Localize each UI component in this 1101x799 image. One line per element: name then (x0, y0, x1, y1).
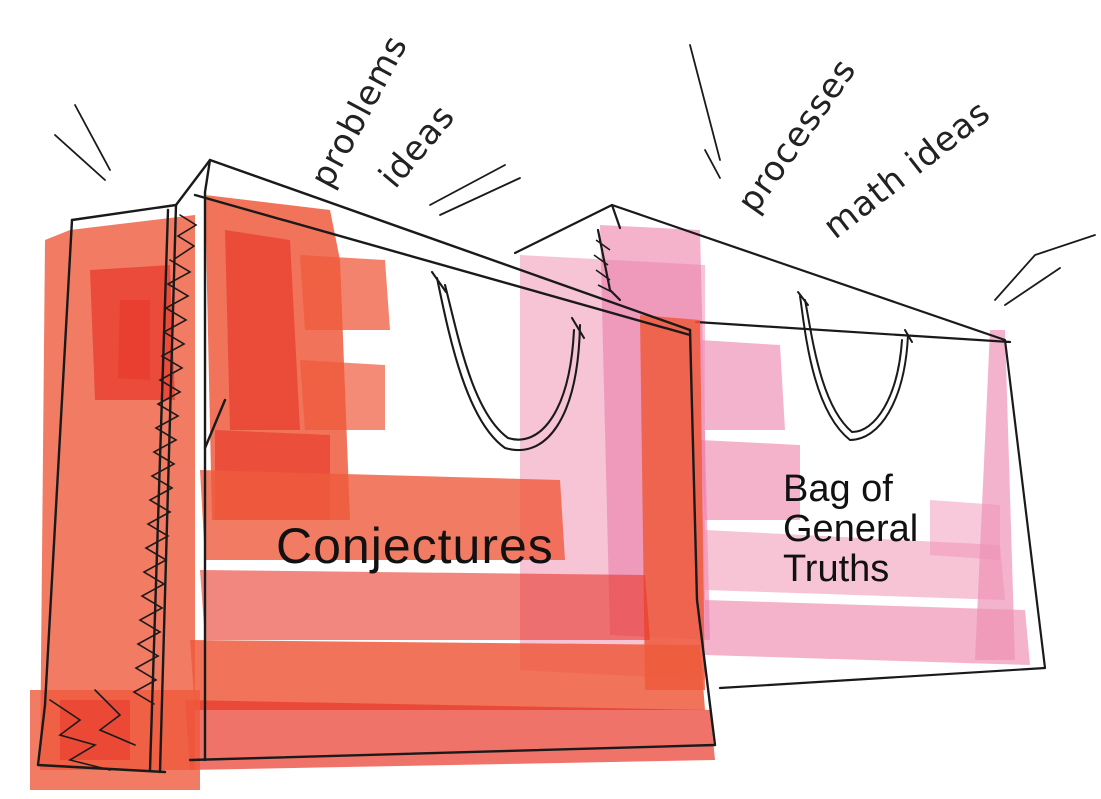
back-bag-label: Bag of General Truths (783, 470, 918, 590)
back-bag-label-line-2: General (783, 510, 918, 550)
annotation-math-ideas: math ideas (816, 92, 998, 247)
back-bag-label-line-1: Bag of (783, 470, 918, 510)
annotation-ideas: ideas (371, 97, 463, 196)
back-bag-handle (798, 292, 912, 440)
back-bag-label-line-3: Truths (783, 550, 918, 590)
front-bag-label: Conjectures (276, 520, 554, 573)
